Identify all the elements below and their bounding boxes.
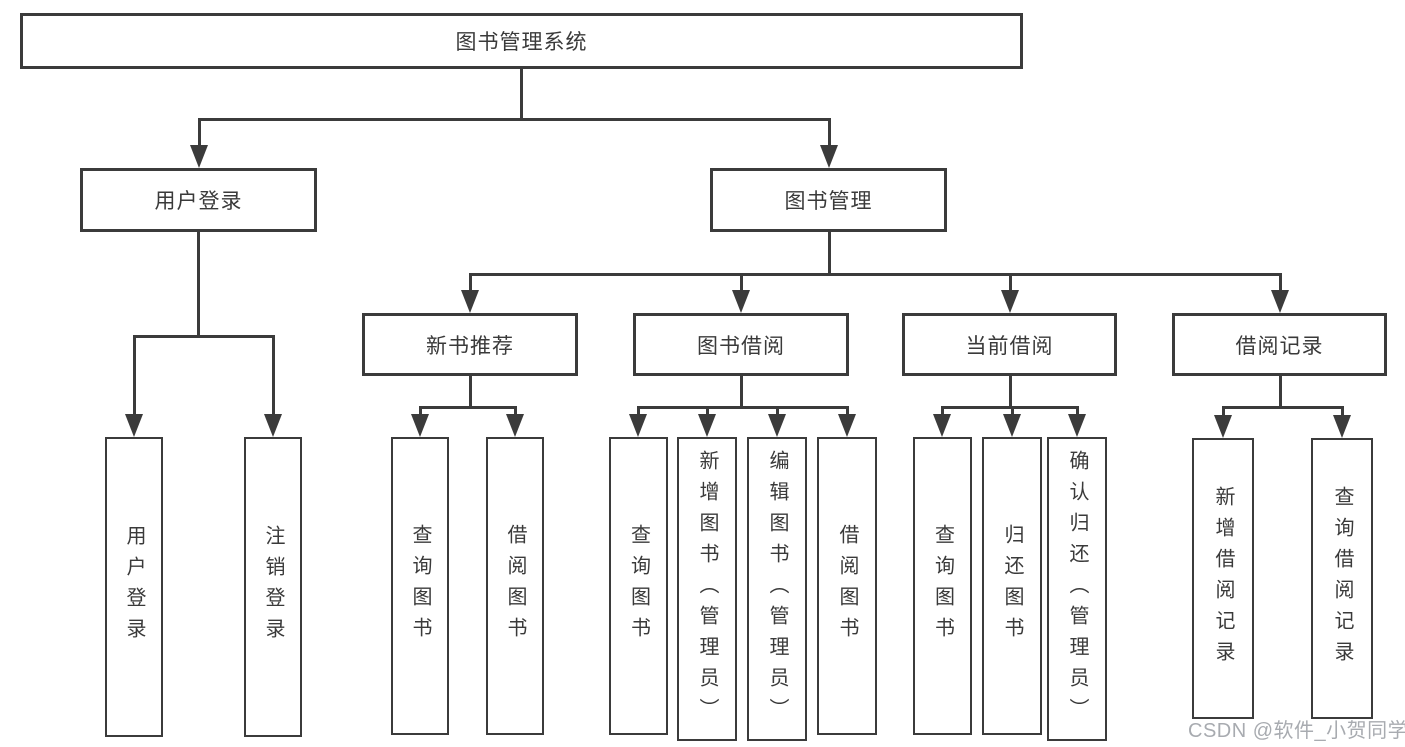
node-leaf-return-book: 归还图书 xyxy=(982,437,1042,735)
connector-line xyxy=(197,232,200,335)
node-leaf-edit-book-admin: 编辑图书（管理员） xyxy=(747,437,807,741)
connector-line xyxy=(132,335,275,338)
connector-line xyxy=(513,406,517,418)
node-book-management: 图书管理 xyxy=(710,168,947,232)
node-leaf-confirm-return-admin-label: 确认归还（管理员） xyxy=(1066,449,1088,729)
arrow-down-icon xyxy=(768,414,786,437)
arrow-down-icon xyxy=(461,290,479,313)
connector-line xyxy=(132,335,136,416)
arrow-down-icon xyxy=(698,414,716,437)
connector-line xyxy=(1010,406,1014,418)
arrow-down-icon xyxy=(264,414,282,437)
connector-line xyxy=(739,273,743,293)
arrow-down-icon xyxy=(838,414,856,437)
connector-line xyxy=(1221,406,1225,418)
connector-line xyxy=(827,232,831,273)
arrow-down-icon xyxy=(933,414,951,437)
node-leaf-borrow-book: 借阅图书 xyxy=(817,437,877,735)
arrow-down-icon xyxy=(1003,414,1021,437)
arrow-down-icon xyxy=(1068,414,1086,437)
arrow-down-icon xyxy=(411,414,429,437)
node-library-system: 图书管理系统 xyxy=(20,13,1023,69)
arrow-down-icon xyxy=(506,414,524,437)
connector-line xyxy=(418,406,422,418)
arrow-down-icon xyxy=(820,145,838,168)
node-new-book-recommend: 新书推荐 xyxy=(362,313,578,376)
node-leaf-search-borrow-record-label: 查询借阅记录 xyxy=(1331,485,1353,672)
connector-line xyxy=(1008,376,1012,406)
connector-line xyxy=(1008,273,1012,293)
node-user-login-label: 用户登录 xyxy=(154,190,243,213)
node-leaf-borrow-book-label: 借阅图书 xyxy=(836,524,858,648)
connector-line xyxy=(739,376,743,406)
connector-line xyxy=(1278,273,1282,293)
node-leaf-add-borrow-record: 新增借阅记录 xyxy=(1192,438,1254,719)
node-leaf-search-book-borrowing: 查询图书 xyxy=(609,437,668,735)
node-leaf-search-borrow-record: 查询借阅记录 xyxy=(1311,438,1373,719)
connector-line xyxy=(468,273,472,293)
watermark: CSDN @软件_小贺同学 xyxy=(1188,720,1405,742)
connector-line xyxy=(636,406,848,409)
node-leaf-search-book-current: 查询图书 xyxy=(913,437,972,735)
node-leaf-logout-label: 注销登录 xyxy=(262,525,284,649)
node-user-login: 用户登录 xyxy=(80,168,317,232)
connector-line xyxy=(636,406,640,418)
node-leaf-return-book-label: 归还图书 xyxy=(1001,524,1023,648)
node-borrow-records: 借阅记录 xyxy=(1172,313,1387,376)
node-leaf-logout: 注销登录 xyxy=(244,437,302,737)
node-leaf-confirm-return-admin: 确认归还（管理员） xyxy=(1047,437,1107,741)
arrow-down-icon xyxy=(1271,290,1289,313)
node-current-borrowing-label: 当前借阅 xyxy=(965,334,1054,358)
connector-line xyxy=(1221,406,1344,409)
connector-line xyxy=(940,406,1079,409)
arrow-down-icon xyxy=(629,414,647,437)
node-leaf-search-book-recommend-label: 查询图书 xyxy=(409,524,431,648)
connector-line xyxy=(775,406,779,418)
arrow-down-icon xyxy=(1001,290,1019,313)
arrow-down-icon xyxy=(190,145,208,168)
node-book-management-label: 图书管理 xyxy=(784,190,873,213)
connector-line xyxy=(468,273,1282,276)
connector-line xyxy=(197,118,831,121)
node-leaf-user-login: 用户登录 xyxy=(105,437,163,737)
connector-line xyxy=(705,406,709,418)
connector-line xyxy=(1075,406,1079,418)
arrow-down-icon xyxy=(1333,415,1351,438)
node-book-borrowing: 图书借阅 xyxy=(633,313,849,376)
node-borrow-records-label: 借阅记录 xyxy=(1235,334,1324,358)
node-leaf-add-book-admin: 新增图书（管理员） xyxy=(677,437,737,741)
node-leaf-edit-book-admin-label: 编辑图书（管理员） xyxy=(766,449,788,729)
arrow-down-icon xyxy=(732,290,750,313)
arrow-down-icon xyxy=(1214,415,1232,438)
node-leaf-user-login-label: 用户登录 xyxy=(123,525,145,649)
connector-line xyxy=(519,69,523,119)
node-leaf-add-borrow-record-label: 新增借阅记录 xyxy=(1212,485,1234,672)
node-book-borrowing-label: 图书借阅 xyxy=(697,334,785,358)
connector-line xyxy=(197,118,201,148)
connector-line xyxy=(468,376,472,406)
connector-line xyxy=(418,406,517,409)
connector-line xyxy=(271,335,275,416)
node-leaf-borrow-book-recommend-label: 借阅图书 xyxy=(504,524,526,648)
node-leaf-search-book-recommend: 查询图书 xyxy=(391,437,449,735)
connector-line xyxy=(827,118,831,148)
node-library-system-label: 图书管理系统 xyxy=(455,31,588,54)
node-new-book-recommend-label: 新书推荐 xyxy=(426,334,514,358)
node-leaf-borrow-book-recommend: 借阅图书 xyxy=(486,437,544,735)
arrow-down-icon xyxy=(125,414,143,437)
connector-line xyxy=(1340,406,1344,418)
node-leaf-search-book-borrowing-label: 查询图书 xyxy=(627,524,650,648)
node-leaf-add-book-admin-label: 新增图书（管理员） xyxy=(696,449,718,729)
node-current-borrowing: 当前借阅 xyxy=(902,313,1117,376)
connector-line xyxy=(940,406,944,418)
connector-line xyxy=(845,406,849,418)
node-leaf-search-book-current-label: 查询图书 xyxy=(931,524,954,648)
connector-line xyxy=(1278,376,1282,406)
